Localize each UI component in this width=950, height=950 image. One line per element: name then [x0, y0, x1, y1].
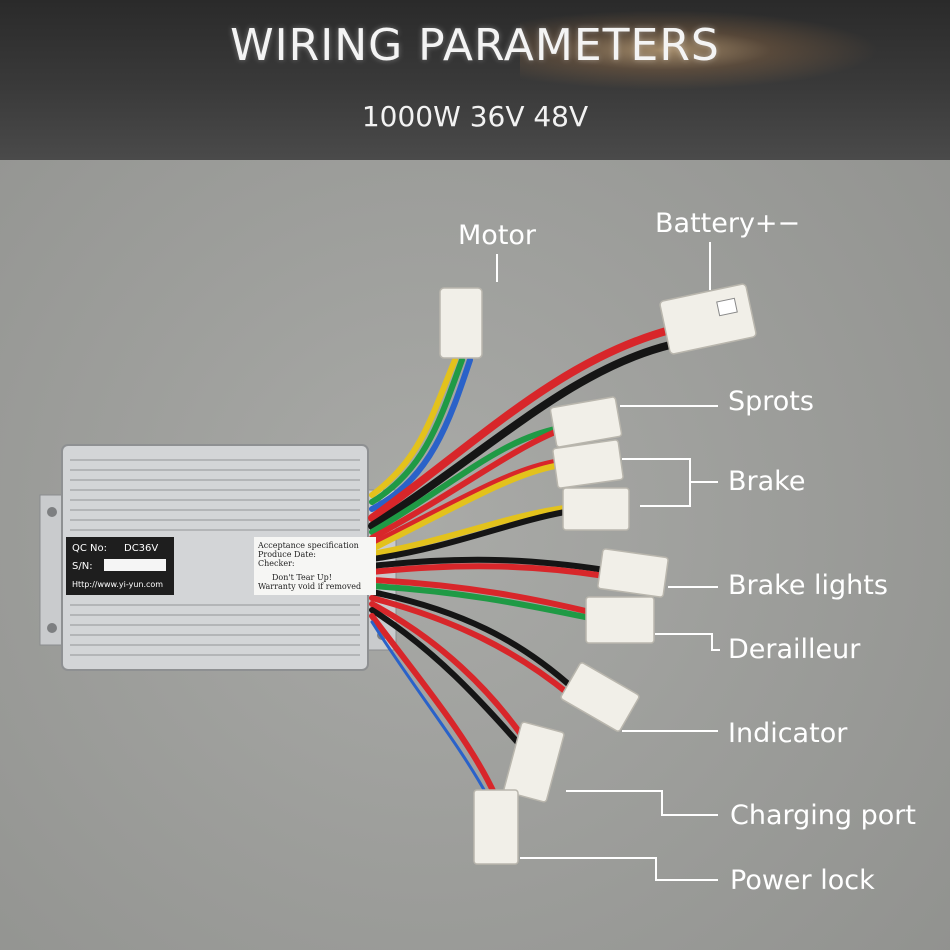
label-battery: Battery+−: [655, 208, 801, 239]
label-brake-lights: Brake lights: [728, 570, 888, 601]
leader-charging-port: [566, 790, 718, 816]
card-line-2: Produce Date:: [258, 550, 316, 559]
sprots-wire-red: [369, 427, 563, 541]
indicator-wire-red: [369, 595, 573, 698]
lens-flare: [520, 10, 880, 90]
charging-connector: [503, 721, 565, 803]
leader-lines: [496, 242, 720, 881]
sprots-wire-green: [369, 425, 563, 535]
label-power-lock: Power lock: [730, 865, 875, 896]
battery-connector: [659, 283, 757, 355]
battery-latch: [716, 297, 738, 317]
qc-value: DC36V: [124, 543, 159, 554]
battery-wire-red: [368, 326, 674, 522]
mount-hole: [47, 623, 57, 633]
motor-connector: [439, 287, 483, 359]
brake-connector-2: [562, 487, 630, 531]
leader-brake-bracket: [622, 458, 691, 507]
sn-field: [104, 559, 166, 571]
mount-hole: [47, 507, 57, 517]
brakelight-connector: [597, 548, 669, 598]
brake-wire-red: [369, 459, 558, 547]
label-motor: Motor: [458, 220, 537, 251]
card-line-5: Warranty void if removed: [258, 582, 362, 591]
brake-connector-1: [552, 439, 624, 489]
battery-wire-black: [368, 341, 674, 530]
motor-wire-blue: [369, 357, 473, 512]
motor-wire-green: [369, 357, 465, 505]
card-line-4: Don't Tear Up!: [272, 573, 333, 582]
brake2-wire-yellow: [369, 505, 568, 557]
brake-wire-yellow: [369, 463, 558, 552]
brakelight-wire-red: [369, 563, 608, 579]
label-sprots: Sprots: [728, 386, 814, 417]
controller-sticker: QC No: DC36V S/N: Http://www.yi-yun.com: [66, 537, 174, 595]
brakelight-wire-black: [369, 556, 608, 573]
powerlock-wire-blue: [370, 620, 490, 799]
wire-harness: [368, 326, 674, 799]
card-line-3: Checker:: [258, 559, 295, 568]
leader-derailleur: [655, 633, 720, 651]
page-title: WIRING PARAMETERS: [230, 20, 720, 71]
card-line-1: Acceptance specification: [258, 541, 359, 550]
casing-fins: [70, 459, 360, 656]
derailleur-wire-red: [369, 577, 593, 615]
label-derailleur: Derailleur: [728, 634, 861, 665]
leader-power-lock: [520, 857, 718, 881]
page-subtitle: 1000W 36V 48V: [361, 100, 589, 133]
acceptance-card: Acceptance specification Produce Date: C…: [254, 537, 376, 595]
qc-label: QC No:: [72, 543, 107, 554]
sprots-connector: [549, 396, 623, 448]
derailleur-connector: [585, 596, 655, 644]
powerlock-connector: [473, 789, 519, 865]
derailleur-wire-green: [369, 583, 593, 621]
motor-wire-yellow: [369, 357, 458, 498]
indicator-connector: [560, 662, 640, 732]
charging-wire-black: [369, 607, 523, 748]
brake2-wire-black: [369, 509, 568, 562]
indicator-wire-black: [369, 589, 578, 693]
label-charging-port: Charging port: [730, 800, 916, 831]
charging-wire-red: [369, 601, 528, 743]
header-banner: WIRING PARAMETERS 1000W 36V 48V: [0, 0, 950, 160]
sticker-url: Http://www.yi-yun.com: [72, 580, 164, 589]
powerlock-wire-red: [369, 613, 498, 798]
sn-label: S/N:: [72, 561, 93, 572]
label-brake: Brake: [728, 466, 806, 497]
label-indicator: Indicator: [728, 718, 848, 749]
connectors: [439, 283, 757, 865]
